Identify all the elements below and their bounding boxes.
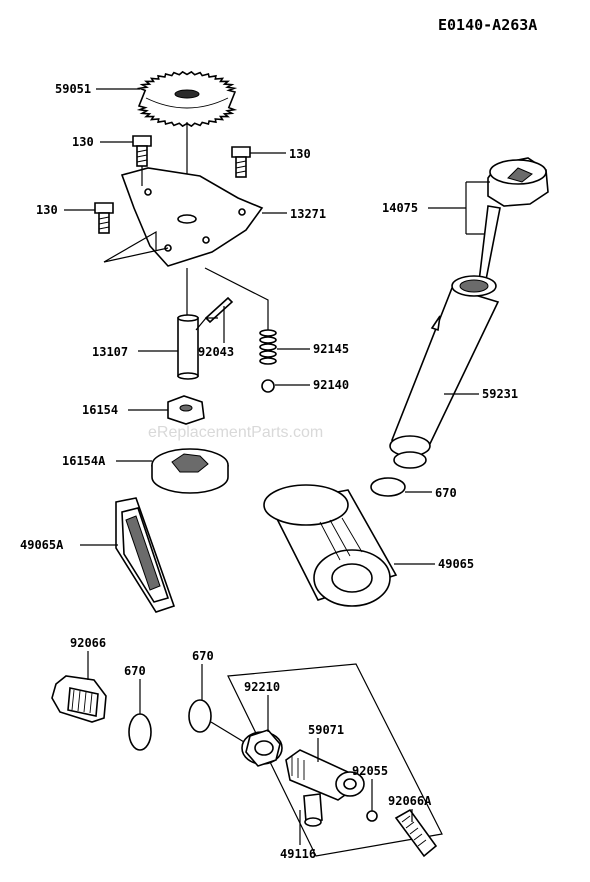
ball-92140[interactable]: [261, 379, 275, 393]
washer-92055[interactable]: [366, 810, 378, 822]
label-670-c: 670: [192, 649, 214, 663]
o-ring-670-top[interactable]: [370, 477, 406, 497]
pin-92043[interactable]: [204, 296, 234, 324]
label-13271: 13271: [290, 207, 326, 221]
label-16154: 16154: [82, 403, 118, 417]
label-92145: 92145: [313, 342, 349, 356]
label-92066: 92066: [70, 636, 106, 650]
assembly-box-49116: [227, 663, 443, 857]
label-59231: 59231: [482, 387, 518, 401]
label-130-a: 130: [72, 135, 94, 149]
oil-filter-49065[interactable]: [263, 484, 398, 607]
label-16154A: 16154A: [62, 454, 106, 468]
strainer-49065A[interactable]: [115, 497, 176, 613]
label-14075: 14075: [382, 201, 418, 215]
diagram-code: E0140-A263A: [438, 16, 537, 34]
label-92140: 92140: [313, 378, 349, 392]
inner-rotor-16154[interactable]: [167, 395, 205, 425]
label-59071: 59071: [308, 723, 344, 737]
label-13107: 13107: [92, 345, 128, 359]
bolt-130-left-top[interactable]: [132, 135, 152, 167]
label-670-a: 670: [435, 486, 457, 500]
nut-92210[interactable]: [241, 729, 283, 767]
bolt-130-left-bottom[interactable]: [94, 202, 114, 234]
label-92055: 92055: [352, 764, 388, 778]
bolt-130-right[interactable]: [231, 146, 251, 178]
tube-59231[interactable]: [389, 275, 500, 469]
label-49116: 49116: [280, 847, 316, 861]
label-130-c: 130: [36, 203, 58, 217]
shaft-13107[interactable]: [177, 314, 199, 380]
plug-92066A[interactable]: [394, 808, 438, 858]
spring-92145[interactable]: [259, 329, 277, 365]
label-92066A: 92066A: [388, 794, 432, 808]
outer-rotor-16154A[interactable]: [151, 448, 229, 494]
watermark: eReplacementParts.com: [148, 424, 323, 441]
label-92210: 92210: [244, 680, 280, 694]
fitting-59071[interactable]: [285, 749, 365, 827]
drain-plug-92066[interactable]: [51, 675, 107, 723]
o-ring-670-right[interactable]: [188, 699, 212, 733]
label-59051: 59051: [55, 82, 91, 96]
label-92043: 92043: [198, 345, 234, 359]
label-49065A: 49065A: [20, 538, 64, 552]
label-670-b: 670: [124, 664, 146, 678]
o-ring-670-left[interactable]: [128, 713, 152, 751]
plate-13271[interactable]: [120, 167, 264, 267]
label-49065: 49065: [438, 557, 474, 571]
gear-59051[interactable]: [136, 70, 238, 128]
label-130-b: 130: [289, 147, 311, 161]
dipstick-14075[interactable]: [477, 157, 549, 291]
